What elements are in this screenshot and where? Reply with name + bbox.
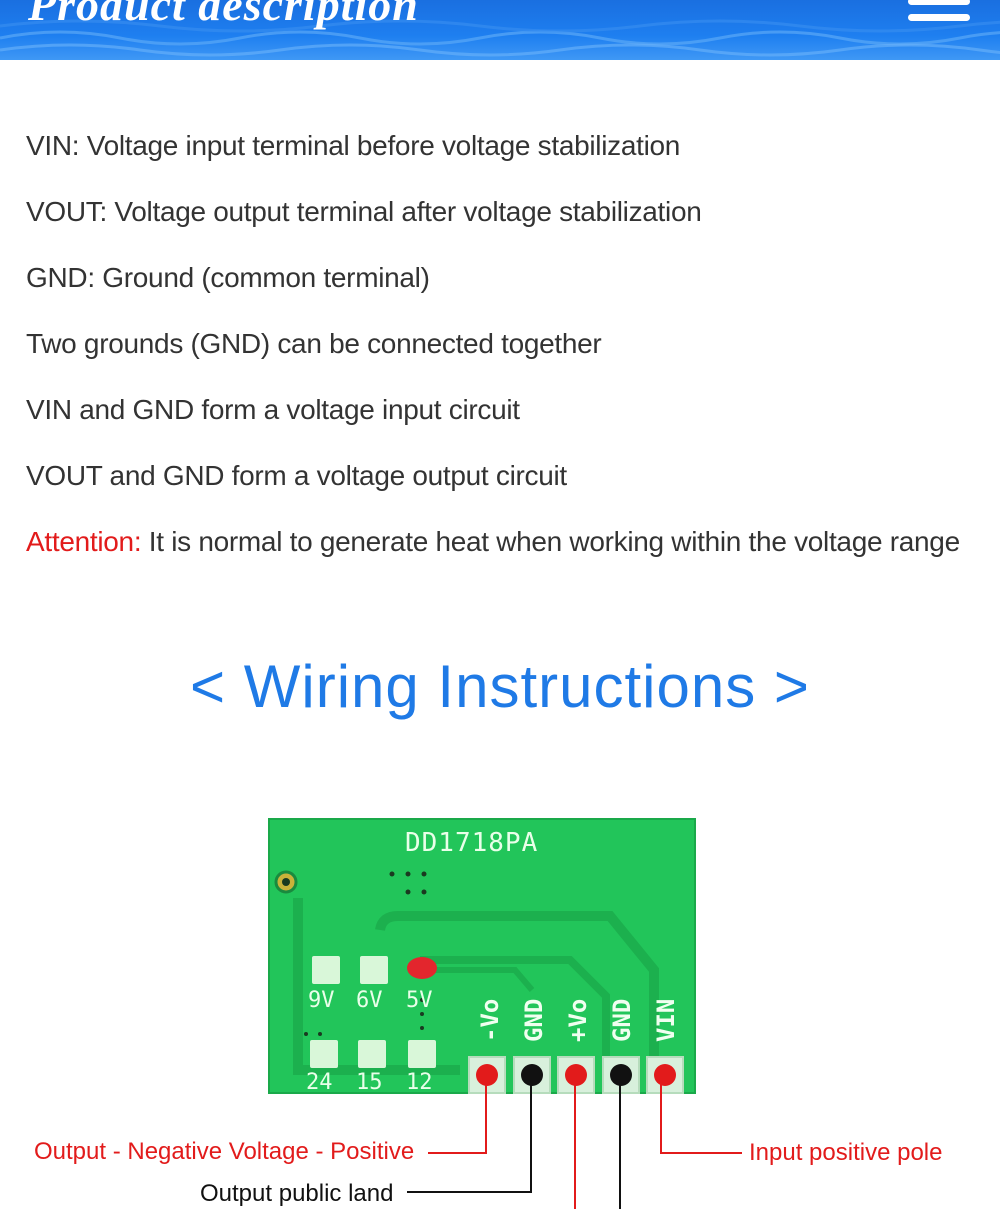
desc-gnd: GND: Ground (common terminal) [26,262,430,293]
wiring-instructions-title: < Wiring Instructions > [190,653,810,720]
pad-9v [312,956,340,984]
pcb-traces [274,870,659,1075]
pcb-board: DD1718PA 9V 6V 5V 24 15 12 -Vo GND +Vo G… [268,818,696,1095]
callout-output-public-land: Output public land [200,1180,394,1207]
desc-output-circuit: VOUT and GND form a voltage output circu… [26,460,567,491]
pad-15 [358,1040,386,1068]
pin-dot-vin [654,1064,676,1086]
attention-label: Attention: [26,526,142,557]
label-5v: 5V [406,988,433,1013]
header-banner: Product description [0,0,1000,60]
pad-12 [408,1040,436,1068]
callout-output-negative: Output - Negative Voltage - Positive [34,1138,415,1165]
label-15: 15 [356,1070,383,1095]
pad-24 [310,1040,338,1068]
label-12: 12 [406,1070,433,1095]
label-6v: 6V [356,988,383,1013]
label-24: 24 [306,1070,333,1095]
callout-input-positive: Input positive pole [749,1139,943,1166]
wave-pattern [0,19,1000,57]
pin-vin [646,1056,684,1094]
hamburger-menu-icon[interactable] [908,0,974,26]
attention-line: Attention: It is normal to generate heat… [26,526,960,558]
desc-input-circuit: VIN and GND form a voltage input circuit [26,394,520,425]
pad-6v [360,956,388,984]
attention-text: It is normal to generate heat when worki… [141,526,960,557]
desc-vin: VIN: Voltage input terminal before volta… [26,130,681,161]
page-title: Product description [28,0,419,30]
board-model: DD1718PA [405,828,539,858]
label-9v: 9V [308,988,335,1013]
desc-two-grounds: Two grounds (GND) can be connected toget… [26,328,602,359]
desc-vout: VOUT: Voltage output terminal after volt… [26,196,702,227]
